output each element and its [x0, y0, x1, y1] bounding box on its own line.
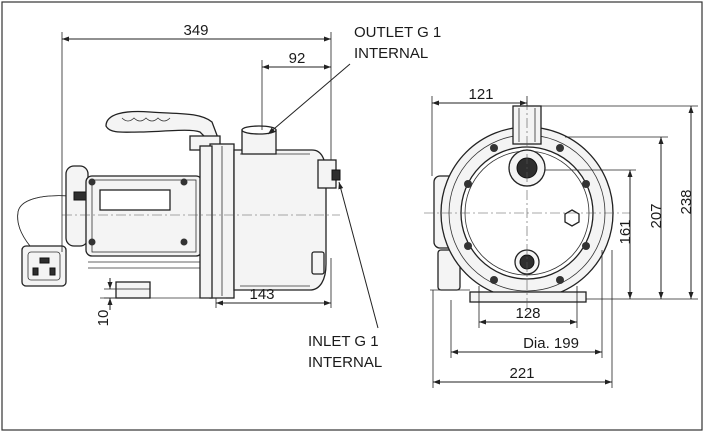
dim-front-overall-width: 221	[509, 365, 534, 382]
dim-front-half-width: 121	[468, 86, 493, 103]
base-foot	[115, 281, 151, 299]
priming-plug	[564, 209, 580, 227]
pump-housing	[233, 149, 327, 291]
outlet-label-line2: INTERNAL	[354, 45, 428, 62]
outlet-label-line1: OUTLET G 1	[354, 24, 441, 41]
side-view	[17, 110, 341, 299]
power-plug	[17, 195, 71, 287]
dim-base-to-inlet: 143	[249, 286, 274, 303]
outlet-callout: OUTLET G 1 INTERNAL	[267, 24, 441, 135]
inlet-label-line1: INLET G 1	[308, 333, 379, 350]
motor-end-cap	[65, 165, 89, 247]
dim-height-161: 161	[617, 219, 634, 244]
inlet-label-line2: INTERNAL	[308, 354, 382, 371]
dim-base-hole-spacing: 128	[515, 305, 540, 322]
front-dimensions: 121 161 207 238 128 Dia. 199 221	[431, 86, 698, 388]
dim-height-207: 207	[648, 203, 665, 228]
base-front	[469, 291, 587, 303]
dim-diameter: Dia. 199	[523, 335, 579, 352]
dim-base-height: 10	[95, 310, 112, 327]
front-view	[424, 100, 630, 312]
drain-plug	[311, 251, 325, 275]
dim-height-238: 238	[678, 189, 695, 214]
side-dimensions: 349 92 143 10	[61, 22, 332, 327]
inlet-callout: INLET G 1 INTERNAL	[308, 181, 382, 371]
dim-outlet-offset: 92	[289, 50, 306, 67]
rating-plate	[99, 189, 171, 211]
dim-overall-length: 349	[183, 22, 208, 39]
